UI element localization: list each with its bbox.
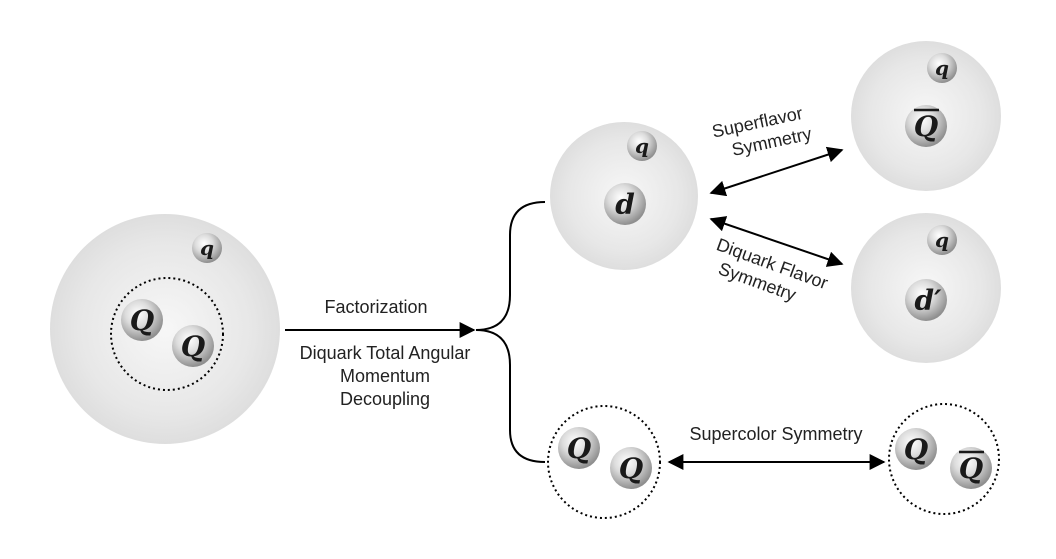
factorization-label: Factorization	[324, 297, 427, 317]
superflavor-label: Superflavor Symmetry	[710, 103, 813, 160]
diquark-boundary-left	[110, 277, 224, 391]
light-quark-left-label: q	[200, 236, 214, 260]
light-quark-dq: q	[627, 131, 657, 161]
diquark-pair-boundary	[547, 405, 661, 519]
diquark-d: d	[604, 183, 646, 225]
heavy-antiquark-bottom: Q	[950, 447, 992, 489]
diquark-flavor-arrow	[709, 216, 844, 267]
heavy-quark-bottom-2: Q	[610, 447, 652, 489]
heavy-antiquark-top: Q	[905, 105, 947, 147]
heavy-antiquark-bottom-label: Q	[959, 452, 983, 485]
diquark-dprime: d′	[905, 279, 947, 321]
heavy-quark-bottom-right-label: Q	[904, 433, 928, 466]
quark-antiquark-boundary	[888, 403, 1000, 515]
light-quark-left: q	[192, 233, 222, 263]
diquark-d-label: d	[615, 188, 635, 221]
heavy-quark-left-1-label: Q	[130, 304, 154, 337]
superflavor-arrow	[709, 146, 844, 197]
baryon-dq: q d	[550, 122, 698, 270]
heavy-quark-bottom-right: Q	[895, 428, 937, 470]
antimeson-top: q Q	[851, 41, 1001, 191]
diquark-dprime-label: d′	[915, 284, 943, 317]
heavy-quark-bottom-2-label: Q	[619, 452, 643, 485]
diquark-pair: Q Q	[547, 405, 661, 519]
light-quark-top-right-label: q	[935, 56, 949, 80]
baryon-qqq: q Q Q	[50, 214, 280, 444]
branch-bracket	[475, 201, 546, 463]
supercolor-label: Supercolor Symmetry	[689, 424, 862, 444]
heavy-quark-left-2-label: Q	[181, 330, 205, 363]
baryon-qqq-sphere	[50, 214, 280, 444]
light-quark-mid-right: q	[927, 225, 957, 255]
diquark-flavor-label: Diquark Flavor Symmetry	[714, 234, 831, 305]
decoupling-label-line3: Decoupling	[340, 389, 430, 409]
light-quark-dq-label: q	[635, 134, 649, 158]
baryon-dprime: q d′	[851, 213, 1001, 363]
heavy-quark-left-1: Q	[121, 299, 163, 341]
decoupling-label-line2: Momentum	[340, 366, 430, 386]
heavy-quark-bottom-1: Q	[558, 427, 600, 469]
quark-antiquark-pair: Q Q	[888, 403, 1000, 515]
light-quark-top-right: q	[927, 53, 957, 83]
decoupling-label-line1: Diquark Total Angular	[300, 343, 471, 363]
heavy-antiquark-top-label: Q	[914, 110, 938, 143]
heavy-quark-bottom-1-label: Q	[567, 432, 591, 465]
heavy-quark-left-2: Q	[172, 325, 214, 367]
light-quark-mid-right-label: q	[935, 228, 949, 252]
